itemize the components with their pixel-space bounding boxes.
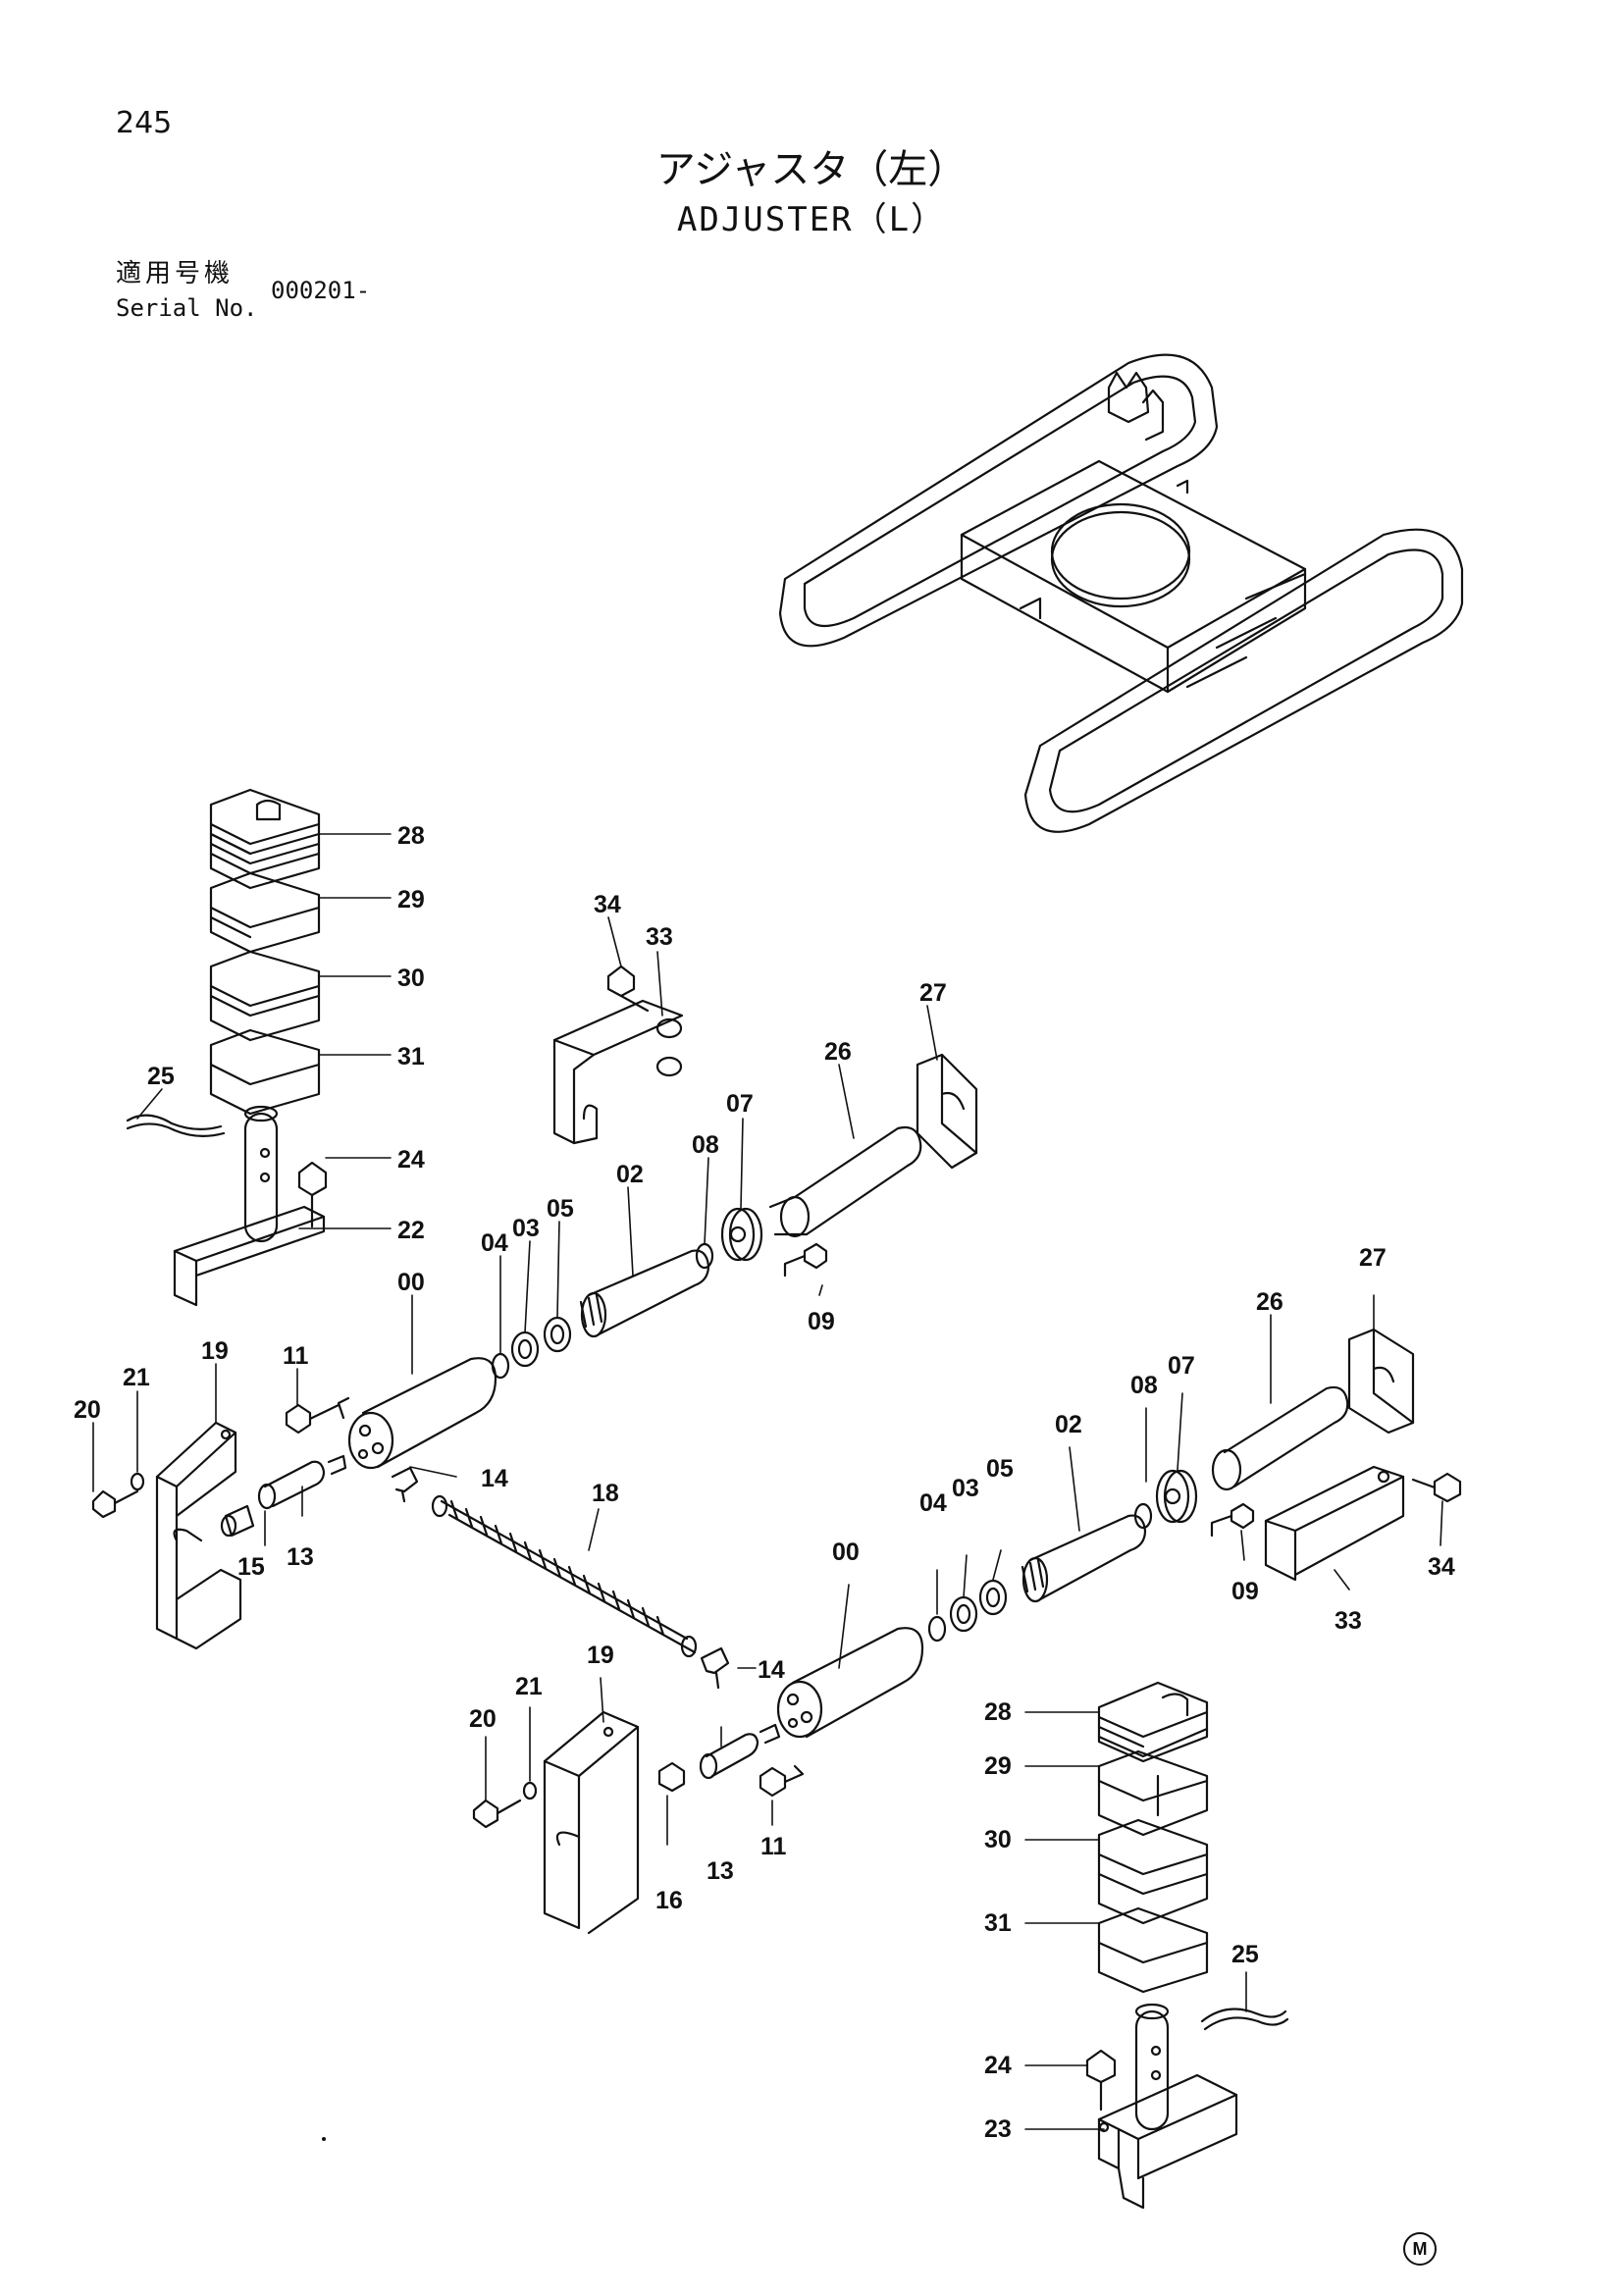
callout-25-right: 25 [1231, 1941, 1259, 1968]
callout-21-left: 21 [123, 1364, 150, 1391]
cylinder-rod-top [579, 1249, 710, 1338]
callout-13-top: 13 [287, 1543, 314, 1571]
callout-30-right: 30 [984, 1826, 1012, 1853]
fittings-top [220, 1403, 419, 1538]
bracket-top [552, 965, 684, 1145]
callout-04-bottom: 04 [919, 1489, 947, 1517]
cotter-pin-left [126, 1114, 226, 1137]
callout-labels: 28 29 30 31 25 24 22 34 33 27 26 07 08 0… [74, 822, 1455, 2143]
callout-29: 29 [397, 886, 425, 913]
page-number: 245 [116, 106, 173, 140]
callout-18: 18 [592, 1480, 619, 1507]
callout-28-right: 28 [984, 1698, 1012, 1726]
callout-25-left: 25 [147, 1063, 175, 1090]
callout-02-top: 02 [616, 1161, 644, 1188]
callout-09-top: 09 [808, 1308, 835, 1335]
pin-bracket-right [1085, 2003, 1238, 2210]
callout-34-bottom: 34 [1428, 1553, 1455, 1581]
callout-20-left: 20 [74, 1396, 101, 1424]
stopper-block-top [916, 1053, 978, 1170]
serial-label-en: Serial No. [116, 294, 258, 322]
shim-stack-right [1097, 1681, 1209, 1994]
flange-bottom [1155, 1469, 1255, 1538]
callout-26-top: 26 [824, 1038, 852, 1066]
manufacturer-mark: M [1403, 2232, 1437, 2266]
callout-34-top: 34 [594, 891, 621, 918]
stray-dot [322, 2137, 326, 2141]
rod-top [768, 1125, 922, 1238]
bracket-lower [472, 1710, 640, 1935]
callout-21-bottom: 21 [515, 1673, 543, 1700]
cylinder-body-bottom [776, 1627, 924, 1739]
leader-lines [92, 833, 1443, 2130]
callout-05-bottom: 05 [986, 1455, 1014, 1483]
pin-bracket-left [173, 1105, 328, 1307]
bracket-left [91, 1421, 242, 1650]
callout-20-bottom: 20 [469, 1705, 497, 1733]
callout-31-right: 31 [984, 1909, 1012, 1937]
seals-bottom [927, 1579, 1008, 1643]
bracket-bottom [1264, 1465, 1462, 1582]
callout-11-top: 11 [283, 1342, 309, 1370]
callout-19-bottom: 19 [587, 1642, 614, 1669]
callout-03-bottom: 03 [952, 1475, 979, 1502]
cylinder-body-top [337, 1357, 497, 1470]
serial-value: 000201- [271, 277, 371, 304]
callout-03-top: 03 [512, 1215, 540, 1242]
stopper-block-bottom [1347, 1328, 1415, 1435]
seals-top [491, 1316, 572, 1380]
callout-29-right: 29 [984, 1752, 1012, 1780]
callout-33-top: 33 [646, 923, 673, 951]
callout-24-right: 24 [984, 2052, 1012, 2079]
undercarriage-overview [778, 353, 1464, 833]
callout-11-bottom: 11 [760, 1833, 787, 1860]
callout-27-top: 27 [919, 979, 947, 1007]
callout-22: 22 [397, 1217, 425, 1244]
callout-00-top: 00 [397, 1269, 425, 1296]
grease-hose [431, 1494, 698, 1658]
callout-08-top: 08 [692, 1131, 719, 1159]
flange-top [695, 1207, 828, 1278]
rod-bottom [1211, 1385, 1349, 1491]
callout-19-left: 19 [201, 1337, 229, 1365]
cylinder-rod-bottom [1021, 1502, 1153, 1603]
callout-02-bottom: 02 [1055, 1411, 1082, 1438]
callout-07-top: 07 [726, 1090, 754, 1118]
page-title-jp: アジャスタ（左） [655, 147, 968, 192]
callout-16: 16 [655, 1887, 683, 1914]
callout-00-bottom: 00 [832, 1539, 860, 1566]
callout-24-left: 24 [397, 1146, 425, 1174]
callout-08-bottom: 08 [1130, 1372, 1158, 1399]
fittings-bottom [657, 1646, 805, 1798]
callout-14-bottom: 14 [758, 1656, 785, 1684]
callout-07-bottom: 07 [1168, 1352, 1195, 1380]
callout-04-top: 04 [481, 1229, 508, 1257]
callout-23: 23 [984, 2115, 1012, 2143]
callout-14-top: 14 [481, 1465, 508, 1492]
callout-28: 28 [397, 822, 425, 850]
callout-30: 30 [397, 965, 425, 992]
shim-stack-left [209, 788, 321, 1116]
callout-26-bottom: 26 [1256, 1288, 1283, 1316]
callout-15: 15 [237, 1553, 265, 1581]
callout-05-top: 05 [547, 1195, 574, 1223]
callout-27-bottom: 27 [1359, 1244, 1387, 1272]
serial-label-jp: 適用号機 [116, 259, 235, 288]
page-title-en: ADJUSTER（L） [676, 200, 947, 239]
callout-09-bottom: 09 [1231, 1578, 1259, 1605]
callout-31: 31 [397, 1043, 425, 1070]
callout-33-bottom: 33 [1335, 1607, 1362, 1635]
cotter-pin-right [1200, 2008, 1289, 2031]
callout-13-bottom: 13 [707, 1857, 734, 1885]
